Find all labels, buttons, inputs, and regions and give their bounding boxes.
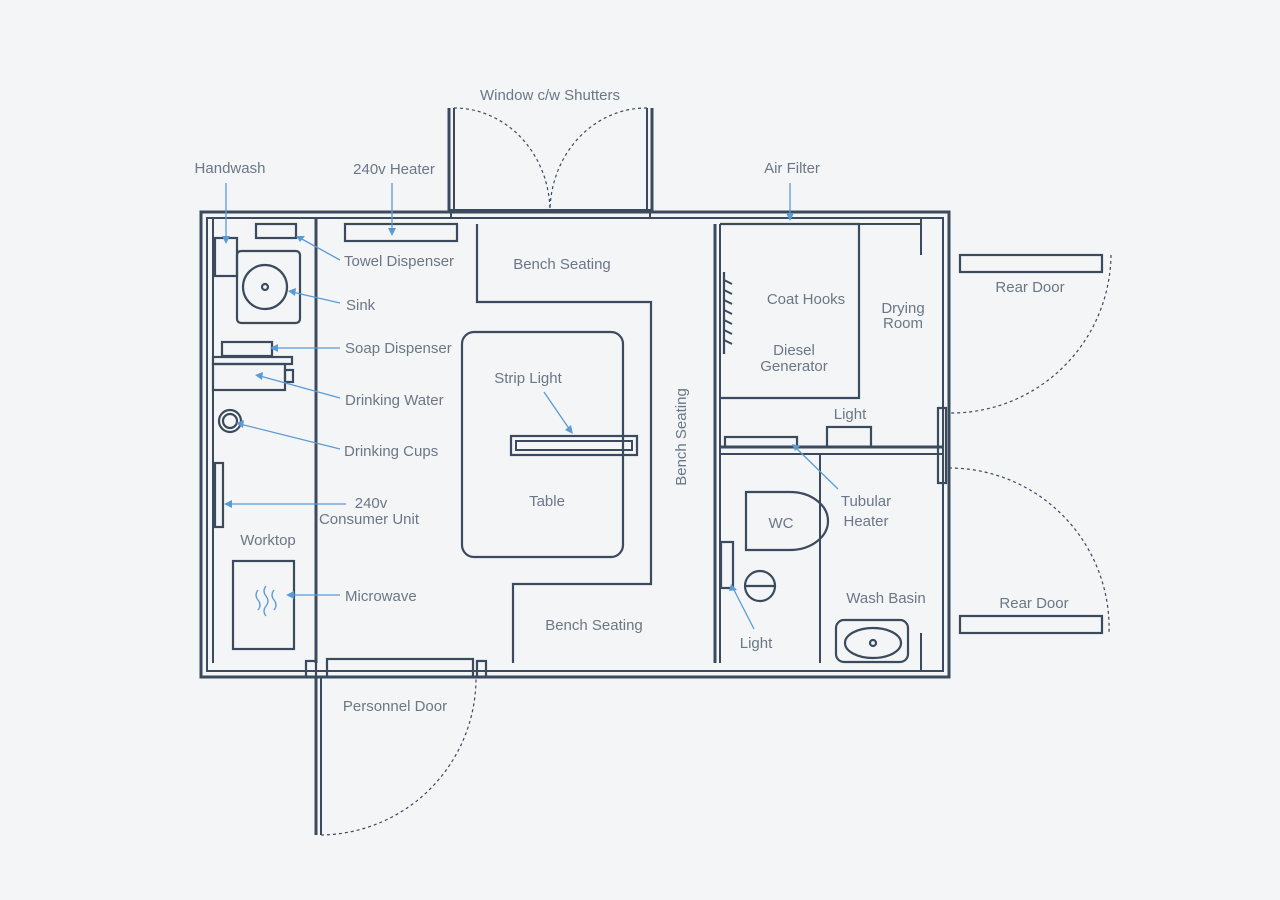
table <box>460 330 625 559</box>
bench-seating-outline <box>475 224 653 663</box>
heater-240v <box>343 222 459 243</box>
light-lower <box>719 540 735 590</box>
towel-dispenser <box>254 222 298 240</box>
rear-door-lower <box>958 614 1104 635</box>
consumer-unit <box>213 461 225 529</box>
label-personnel-door: Personnel Door <box>343 698 447 715</box>
label-rear-door-lower: Rear Door <box>999 595 1068 612</box>
utility-strip <box>211 218 459 663</box>
label-table: Table <box>529 493 565 510</box>
wc <box>744 490 830 552</box>
sink <box>235 249 302 325</box>
main-room <box>460 224 653 663</box>
label-rear-door-upper: Rear Door <box>995 279 1064 296</box>
label-worktop: Worktop <box>240 532 296 549</box>
labels: Window c/w Shutters Handwash 240v Heater… <box>195 87 1069 715</box>
strip-light <box>509 434 639 457</box>
label-drinking-cups: Drinking Cups <box>344 443 438 460</box>
label-diesel-2: Generator <box>760 358 828 375</box>
right-rooms <box>713 218 948 671</box>
label-diesel-1: Diesel <box>773 342 815 359</box>
window-shutters <box>447 107 654 219</box>
microwave <box>231 559 296 651</box>
label-soap-dispenser: Soap Dispenser <box>345 340 452 357</box>
label-strip-light: Strip Light <box>494 370 562 387</box>
label-coat-hooks: Coat Hooks <box>767 291 845 308</box>
personnel-door <box>304 657 488 836</box>
label-drying-room-1: Drying <box>881 300 924 317</box>
label-microwave: Microwave <box>345 588 417 605</box>
label-air-filter: Air Filter <box>764 160 820 177</box>
label-drying-room-2: Room <box>883 315 923 332</box>
label-towel-dispenser: Towel Dispenser <box>344 253 454 270</box>
label-light-upper: Light <box>834 406 867 423</box>
label-bench-seating-bottom: Bench Seating <box>545 617 643 634</box>
rear-door-upper <box>958 253 1104 274</box>
label-light-lower: Light <box>740 635 773 652</box>
label-bench-seating-vertical: Bench Seating <box>673 388 690 486</box>
label-wash-basin: Wash Basin <box>846 590 925 607</box>
label-tubular-2: Heater <box>843 513 888 530</box>
label-consumer-unit-2: Consumer Unit <box>319 511 420 528</box>
label-tubular-1: Tubular <box>841 493 891 510</box>
label-handwash: Handwash <box>195 160 266 177</box>
drinking-cups <box>217 408 243 434</box>
label-drinking-water: Drinking Water <box>345 392 444 409</box>
light-upper <box>825 425 873 449</box>
rear-doors <box>948 253 1112 635</box>
label-window-shutters: Window c/w Shutters <box>480 87 620 104</box>
outer-walls <box>199 210 951 679</box>
label-bench-seating-top: Bench Seating <box>513 256 611 273</box>
label-wc: WC <box>769 515 794 532</box>
label-240v-heater: 240v Heater <box>353 161 435 178</box>
leader-lines <box>222 183 839 630</box>
label-consumer-unit-1: 240v <box>355 495 388 512</box>
wash-basin <box>834 618 910 664</box>
label-sink: Sink <box>346 297 376 314</box>
soap-dispenser <box>220 340 274 358</box>
